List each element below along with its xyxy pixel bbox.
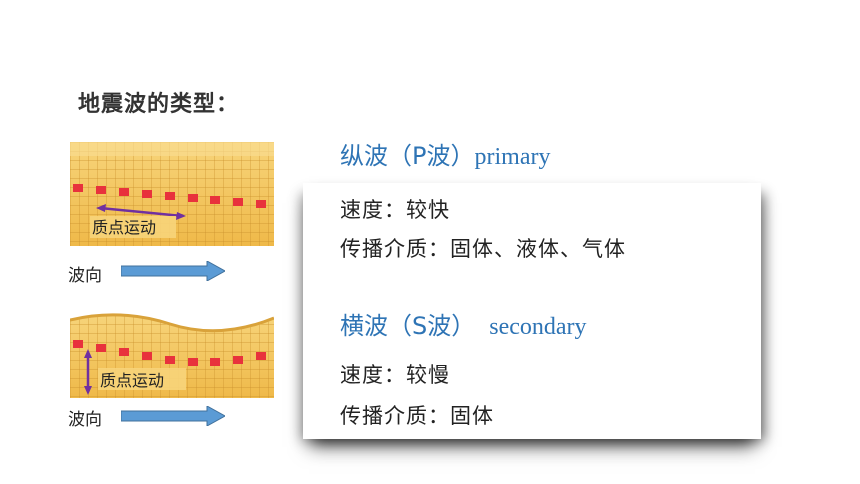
page-title: 地震波的类型： (78, 92, 240, 117)
wave-direction-label: 波向 (68, 266, 102, 286)
p-wave-illustration: 质点运动 (70, 142, 274, 246)
p-wave-speed: 速度：较快 (340, 198, 450, 222)
p-wave-medium: 传播介质：固体、液体、气体 (340, 237, 626, 261)
wave-info-card (303, 183, 761, 439)
particle-motion-label: 质点运动 (92, 218, 156, 237)
s-wave-medium: 传播介质：固体 (340, 404, 494, 428)
s-wave-heading: 横波（S波） secondary (340, 306, 587, 341)
wave-direction-label: 波向 (68, 410, 102, 430)
particle-motion-label: 质点运动 (100, 371, 164, 390)
wave-direction-arrow-icon (121, 406, 225, 426)
p-wave-english: primary (474, 144, 551, 170)
s-wave-english: secondary (489, 314, 587, 340)
s-wave-illustration: 质点运动 (70, 306, 274, 398)
p-wave-heading: 纵波（P波）primary (340, 136, 550, 171)
p-wave-name: 纵波（P波） (340, 142, 475, 170)
s-wave-speed: 速度：较慢 (340, 363, 450, 387)
s-wave-name: 横波（S波） (340, 312, 476, 340)
wave-direction-arrow-icon (121, 261, 225, 281)
